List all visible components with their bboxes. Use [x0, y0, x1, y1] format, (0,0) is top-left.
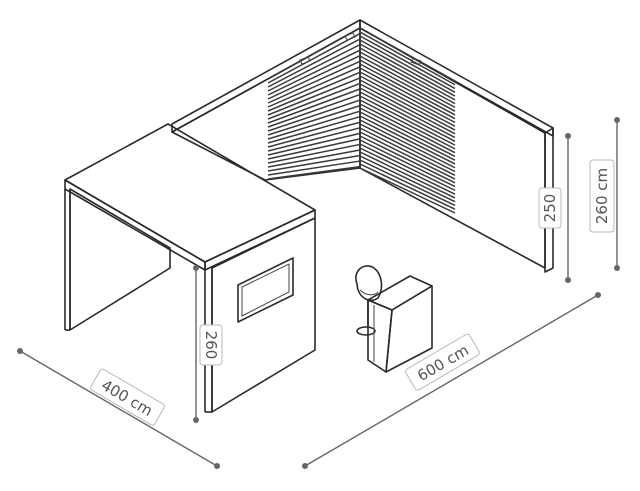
slat-line: [267, 99, 361, 132]
slat-line: [267, 32, 361, 84]
slat-panel-left: [267, 27, 361, 180]
slat-line: [267, 115, 361, 144]
slat-line: [359, 103, 456, 154]
slat-line: [359, 51, 456, 105]
slat-line: [267, 149, 361, 168]
spotlight-icon: [410, 57, 422, 66]
cabin-height-dimension-label: 260: [199, 324, 223, 366]
height-dimension-label: 260 cm: [589, 159, 615, 233]
slat-line: [359, 99, 456, 150]
cabin-roof-edge-front: [64, 179, 206, 271]
slat-line: [359, 59, 456, 112]
slat-line: [359, 139, 456, 188]
slat-line: [267, 154, 361, 172]
slat-line: [359, 131, 456, 180]
slat-line: [359, 143, 456, 192]
slat-line: [359, 115, 456, 165]
slat-line: [359, 127, 456, 176]
cabin-left-wall: [69, 188, 171, 331]
slat-line: [267, 138, 361, 160]
slat-line: [359, 107, 456, 158]
slat-line: [359, 67, 456, 120]
slat-line: [359, 31, 456, 86]
width-dimension-label: 600 cm: [405, 333, 480, 391]
slat-line: [359, 91, 456, 143]
slat-line: [359, 27, 456, 82]
counter-icon: [367, 275, 433, 373]
slat-line: [267, 127, 361, 152]
cabin-roof-edge-right: [204, 209, 316, 271]
slat-line: [267, 71, 361, 112]
slat-line: [267, 77, 361, 116]
slat-line: [359, 151, 456, 199]
svg-text:260 cm: 260 cm: [593, 168, 611, 224]
slat-line: [359, 55, 456, 109]
slat-line: [267, 49, 361, 96]
slat-line: [267, 132, 361, 156]
slat-line: [359, 71, 456, 124]
slat-line: [267, 88, 361, 124]
slat-line: [267, 43, 361, 92]
svg-text:250: 250: [541, 194, 559, 223]
slat-line: [359, 159, 456, 207]
slat-line: [359, 163, 456, 210]
slat-line: [267, 165, 361, 180]
slat-line: [359, 167, 456, 214]
slat-line: [267, 38, 361, 88]
slat-line: [267, 66, 361, 108]
slat-line: [359, 75, 456, 127]
slat-line: [267, 110, 361, 140]
slat-line: [267, 60, 361, 104]
slat-line: [267, 121, 361, 148]
slat-line: [267, 160, 361, 176]
slat-line: [359, 147, 456, 195]
depth-dimension-label: 400 cm: [90, 368, 165, 426]
slat-line: [359, 79, 456, 131]
slat-line: [359, 83, 456, 135]
slat-line: [267, 82, 361, 120]
slat-line: [267, 27, 361, 80]
slat-line: [359, 111, 456, 161]
slat-line: [359, 47, 456, 101]
screen-icon: [237, 257, 294, 323]
slat-line: [359, 63, 456, 116]
slat-line: [267, 143, 361, 164]
spotlights: [299, 32, 422, 66]
slat-line: [359, 43, 456, 97]
cabin-front-wall: [211, 217, 316, 413]
slat-line: [359, 35, 456, 90]
slat-line: [267, 93, 361, 128]
slat-line: [359, 87, 456, 139]
svg-text:260: 260: [202, 331, 220, 360]
dimension-lines: [17, 117, 620, 469]
wall-height-dimension-label: 250: [538, 187, 562, 229]
slat-line: [359, 95, 456, 146]
slat-line: [267, 55, 361, 100]
slat-panel-right: [359, 27, 456, 214]
slat-line: [359, 39, 456, 93]
slat-line: [359, 123, 456, 173]
slat-line: [359, 155, 456, 203]
slat-line: [359, 119, 456, 169]
slat-line: [359, 135, 456, 184]
slat-line: [267, 104, 361, 136]
spotlight-icon: [344, 32, 356, 41]
spotlight-icon: [299, 56, 311, 65]
